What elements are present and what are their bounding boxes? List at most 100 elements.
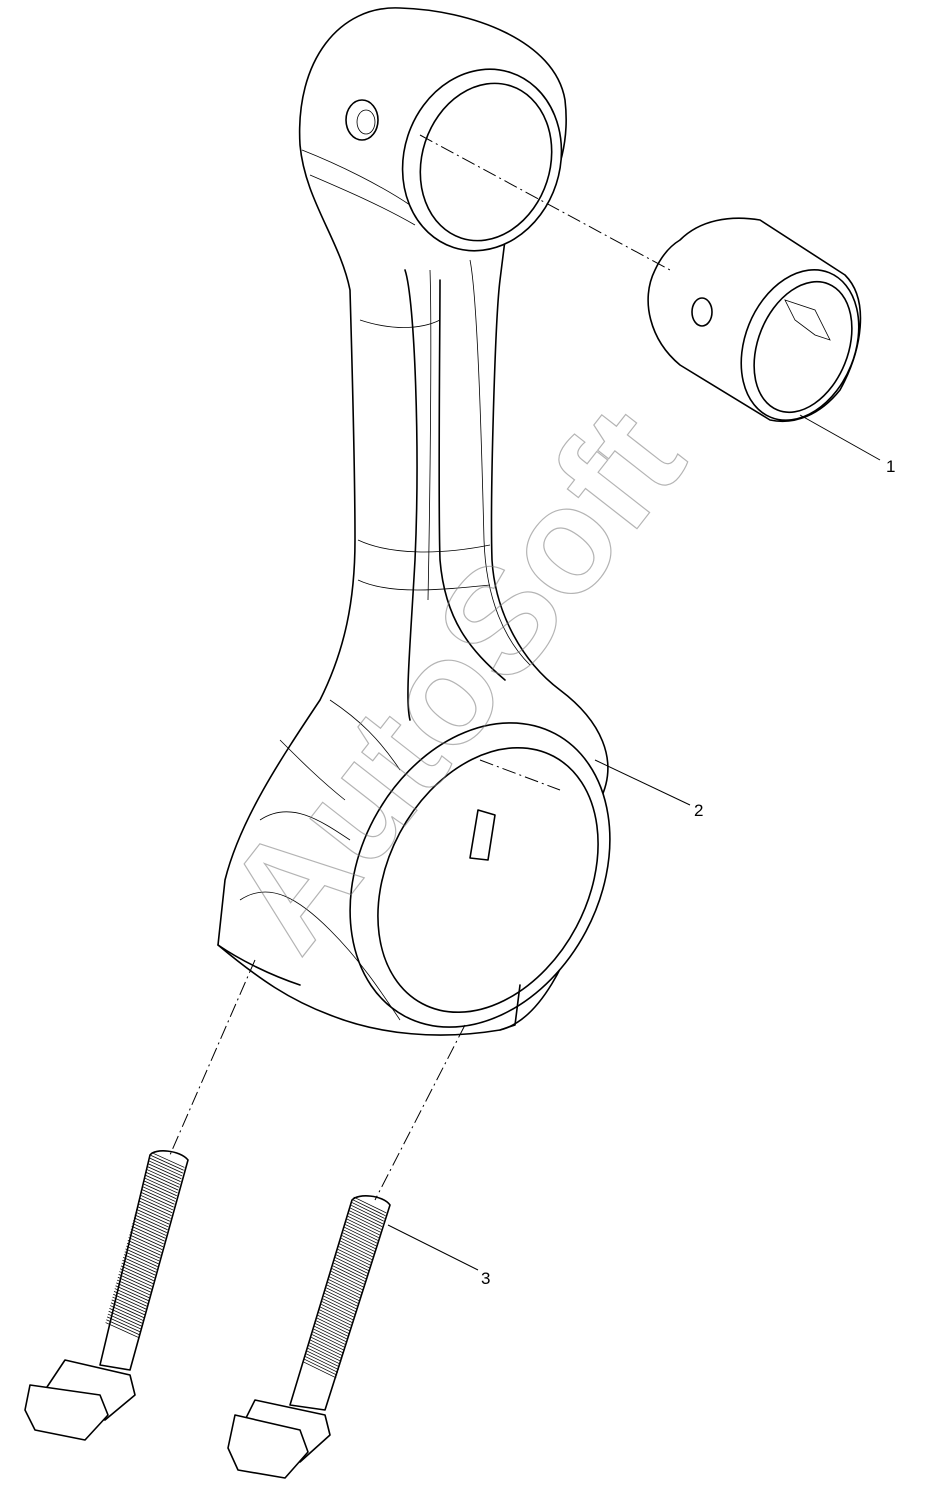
thread-line [128,1237,162,1253]
thread-line [113,1293,147,1310]
thread-line [151,1152,185,1168]
thread-line [111,1299,145,1316]
thread-line [129,1234,163,1250]
thread-line [341,1235,375,1252]
leader-2 [594,759,691,806]
thread-line [130,1228,164,1245]
thread-line [307,1347,341,1365]
thread-line [114,1288,148,1304]
thread-line [129,1231,164,1248]
thread-line [351,1202,385,1219]
thread-line [148,1163,182,1180]
thread-line [329,1276,363,1294]
thread-line [139,1197,173,1214]
thread-line [109,1308,143,1324]
thread-line [106,1316,141,1333]
thread-line [133,1220,167,1236]
thread-line [347,1215,381,1233]
thread-line [348,1213,382,1230]
thread-line [314,1325,348,1343]
thread-line [126,1242,161,1259]
thread-line [131,1225,165,1242]
thread-line [133,1217,167,1233]
thread-line [135,1211,169,1228]
thread-line [120,1265,154,1282]
bolt-left-axis-line [169,959,256,1156]
thread-line [116,1282,150,1299]
thread-line [322,1298,356,1316]
thread-line [146,1172,180,1188]
thread-line [309,1342,343,1360]
thread-line [304,1358,338,1376]
thread-line [327,1281,361,1299]
thread-line [144,1177,178,1194]
thread-line [332,1265,366,1283]
thread-line [306,1353,339,1371]
thread-line [147,1166,181,1182]
thread-line [339,1243,373,1261]
thread-line [340,1240,374,1258]
bolt-left-threads [105,1152,185,1338]
thread-line [341,1237,374,1255]
thread-line [316,1317,350,1335]
thread-line [122,1259,156,1276]
thread-line [319,1309,353,1327]
thread-line [303,1361,337,1379]
thread-line [138,1200,172,1216]
thread-line [127,1240,161,1256]
thread-line [331,1268,365,1285]
callout-3: 3 [481,1269,490,1288]
thread-line [328,1279,362,1296]
thread-line [136,1206,171,1222]
thread-line [136,1208,170,1225]
thread-line [123,1254,157,1270]
thread-line [146,1169,180,1185]
bolt-right-threads [303,1196,387,1379]
thread-line [336,1251,370,1269]
thread-line [324,1292,358,1310]
thread-line [110,1305,144,1321]
thread-line [321,1301,355,1318]
thread-line [325,1290,359,1307]
thread-line [346,1221,379,1239]
thread-line [351,1204,384,1222]
thread-line [118,1274,152,1290]
thread-line [121,1262,155,1279]
thread-line [142,1186,176,1202]
thread-line [334,1259,368,1277]
thread-line [352,1199,386,1217]
thread-line [343,1229,377,1247]
thread-line [338,1246,372,1263]
thread-line [139,1194,174,1211]
thread-line [142,1183,177,1199]
thread-line [350,1207,384,1225]
thread-line [107,1313,141,1330]
thread-line [112,1296,146,1313]
callout-1: 1 [886,457,895,476]
thread-line [316,1320,349,1338]
thread-line [321,1303,354,1321]
thread-line [312,1331,346,1349]
thread-line [115,1285,149,1301]
thread-line [106,1319,140,1335]
thread-line [336,1254,369,1272]
thread-line [125,1248,159,1265]
thread-line [337,1248,371,1266]
thread-line [349,1210,383,1228]
thread-line [116,1279,151,1296]
thread-line [305,1356,339,1373]
thread-line [353,1196,387,1214]
thread-line [126,1245,160,1262]
thread-line [150,1155,184,1171]
thread-line [119,1271,153,1287]
thread-line [119,1268,154,1284]
connecting-rod [217,7,611,1036]
thread-line [313,1328,347,1346]
thread-line [320,1306,354,1324]
thread-line [331,1270,364,1288]
thread-line [110,1302,144,1318]
thread-line [141,1189,175,1205]
thread-line [342,1232,376,1250]
thread-line [315,1323,349,1340]
